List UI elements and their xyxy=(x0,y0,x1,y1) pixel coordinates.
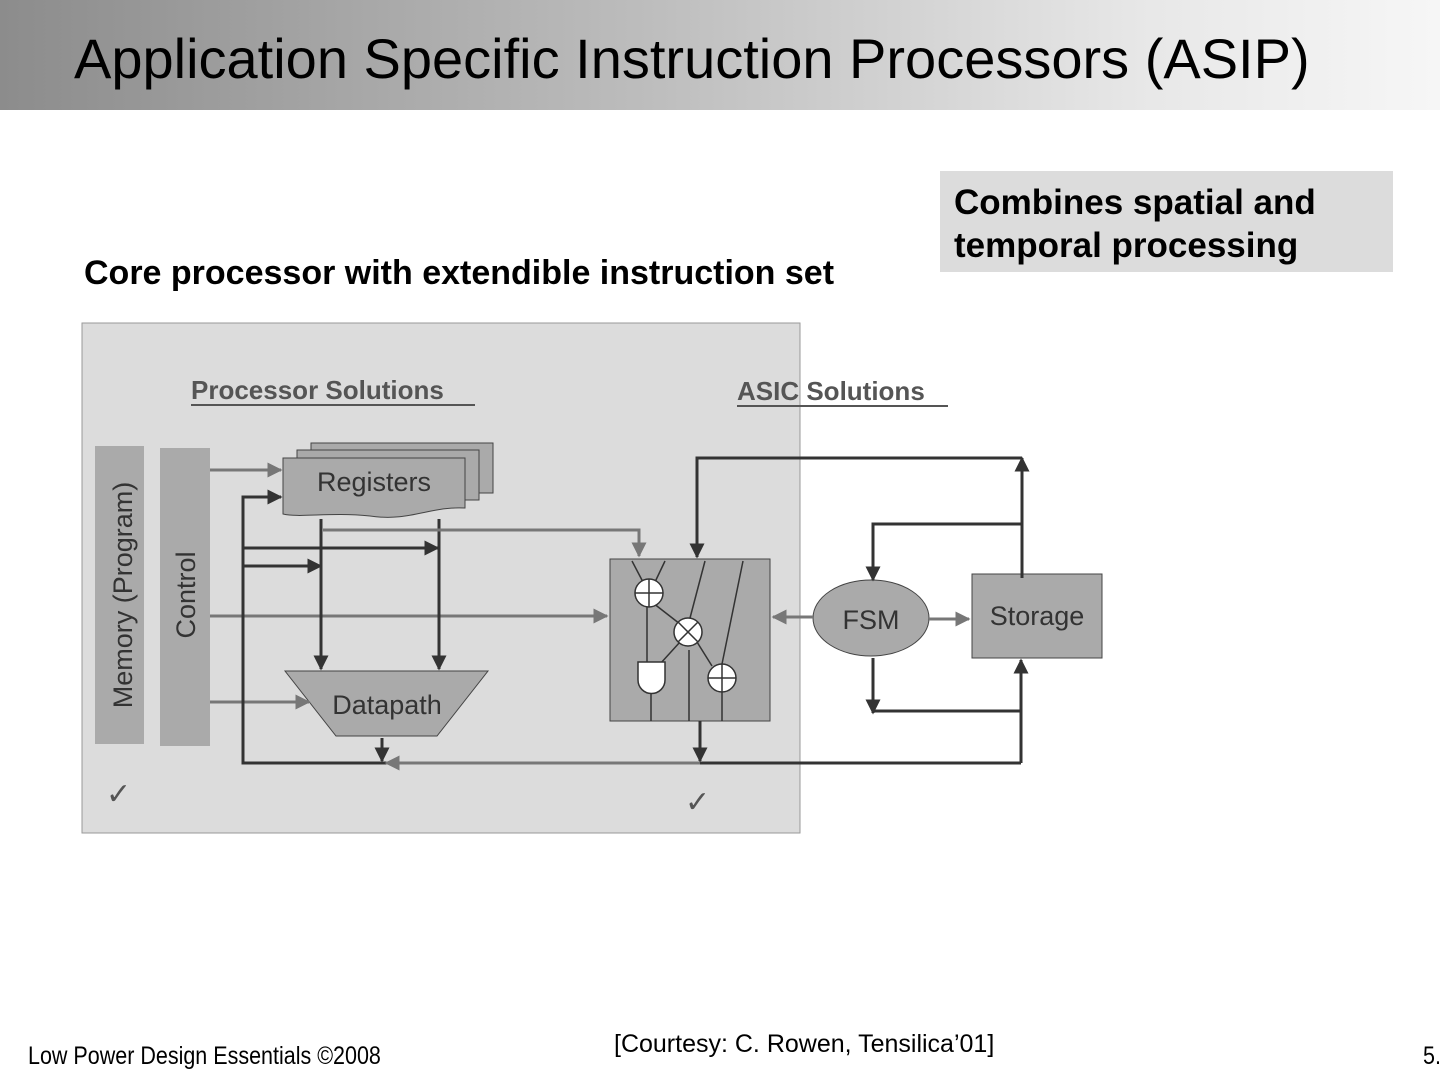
fsm-label: FSM xyxy=(843,605,900,635)
asic-solutions-heading: ASIC Solutions xyxy=(737,376,925,406)
callout-box: Combines spatial and temporal processing xyxy=(940,171,1393,272)
arrow-top-loop-logic xyxy=(689,456,1022,559)
subheading: Core processor with extendible instructi… xyxy=(84,254,835,292)
control-label: Control xyxy=(171,551,201,638)
registers-block xyxy=(282,457,466,518)
processor-solutions-heading: Processor Solutions xyxy=(191,375,444,405)
slide-title: Application Specific Instruction Process… xyxy=(74,27,1310,90)
and-gate-icon xyxy=(637,661,666,695)
datapath-label: Datapath xyxy=(332,690,442,720)
multiplier-icon xyxy=(673,617,703,647)
courtesy-citation: [Courtesy: C. Rowen, Tensilica’01] xyxy=(614,1030,995,1058)
logic-wiring xyxy=(631,560,744,721)
slide-number: 5. xyxy=(1423,1042,1440,1070)
footer-copyright: Low Power Design Essentials ©2008 xyxy=(28,1042,381,1070)
datapath-block xyxy=(283,670,490,737)
callout-line-2: temporal processing xyxy=(954,226,1299,265)
memory-block xyxy=(95,446,144,744)
arrow-loop-fsm-top xyxy=(865,522,1022,582)
storage-label: Storage xyxy=(990,601,1085,631)
title-bar xyxy=(0,0,1440,110)
registers-label: Registers xyxy=(317,467,431,497)
memory-label: Memory (Program) xyxy=(108,482,138,709)
arrow-fsm-down-loop xyxy=(871,658,1021,713)
adder-icon xyxy=(707,663,737,693)
storage-block xyxy=(971,573,1103,659)
callout-line-1: Combines spatial and xyxy=(954,183,1316,222)
adder-icon xyxy=(634,578,664,608)
asic-check-icon: ✓ xyxy=(685,785,710,820)
processor-check-icon: ✓ xyxy=(106,777,131,812)
control-block xyxy=(160,448,210,746)
arrow-registers-logic xyxy=(323,528,647,558)
